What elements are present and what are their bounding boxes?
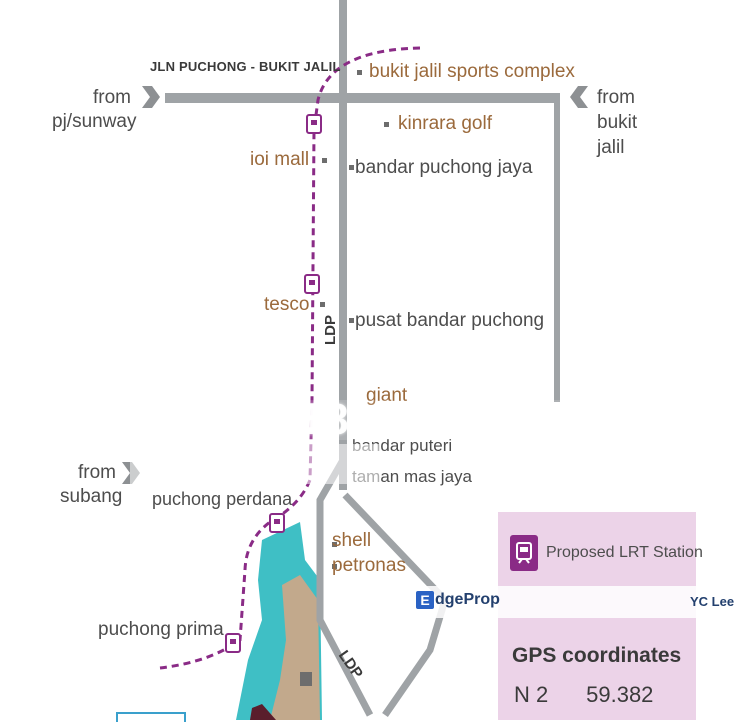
edgeprop-logo-mark: E bbox=[416, 591, 434, 609]
place-giant: giant bbox=[366, 385, 408, 406]
lrt-station-icon bbox=[306, 114, 322, 134]
gps-row-north: N 2 59.382 bbox=[514, 682, 653, 708]
watermark-band bbox=[406, 586, 747, 618]
bottom-frame bbox=[116, 712, 186, 722]
direction-from-left: from bbox=[93, 87, 131, 108]
land-marker bbox=[300, 672, 312, 686]
legend-lrt-label: Proposed LRT Station bbox=[546, 544, 703, 561]
place-bullet bbox=[332, 564, 337, 569]
direction-bukit: bukit bbox=[597, 112, 638, 133]
direction-jalil: jalil bbox=[597, 137, 625, 158]
place-puchong-perdana: puchong perdana bbox=[152, 489, 293, 509]
agent-name: YC Lee bbox=[690, 594, 735, 609]
gps-n-value: 59.382 bbox=[586, 682, 654, 707]
place-bullet bbox=[332, 542, 337, 547]
listing-title-overlay: The Wharf 818sf bbox=[48, 400, 700, 440]
direction-from-right: from bbox=[597, 87, 635, 108]
place-taman-mas: taman mas jaya bbox=[352, 467, 472, 486]
overlay-secondary-band bbox=[130, 444, 380, 484]
place-bukit-jalil-sports-complex: bukit jalil sports complex bbox=[369, 61, 575, 82]
place-petronas: petronas bbox=[332, 555, 406, 576]
lrt-station-icon bbox=[304, 274, 320, 294]
place-bullet bbox=[320, 302, 325, 307]
direction-pj-sunway: pj/sunway bbox=[52, 111, 137, 132]
ldp-loop bbox=[342, 492, 449, 717]
direction-from-lower-left: from bbox=[78, 462, 116, 483]
edgeprop-logo-text: dgeProp bbox=[435, 591, 500, 608]
lrt-station-icon bbox=[225, 633, 241, 653]
place-bullet bbox=[357, 70, 362, 75]
gps-title: GPS coordinates bbox=[512, 644, 682, 667]
place-tesco: tesco bbox=[264, 294, 310, 315]
lrt-station-icon bbox=[510, 535, 538, 571]
place-pusat-bandar-puchong: pusat bandar puchong bbox=[355, 310, 545, 331]
lrt-station-icon bbox=[269, 513, 285, 533]
place-kinrara-golf: kinrara golf bbox=[398, 113, 492, 134]
road-label-ldp-upper: LDP bbox=[322, 315, 339, 345]
road-label-jln-puchong: JLN PUCHONG - BUKIT JALIL bbox=[150, 59, 341, 74]
place-bullet bbox=[349, 165, 354, 170]
place-bullet bbox=[322, 158, 327, 163]
place-ioi-mall: ioi mall bbox=[250, 149, 310, 170]
gps-n-label: N 2 bbox=[514, 682, 549, 707]
chevron-right-icon bbox=[142, 86, 160, 108]
place-bandar-puchong-jaya: bandar puchong jaya bbox=[355, 157, 533, 178]
place-shell: shell bbox=[332, 530, 372, 551]
place-bullet bbox=[349, 318, 354, 323]
place-puchong-prima: puchong prima bbox=[98, 619, 224, 640]
edgeprop-logo: E dgeProp bbox=[416, 591, 500, 609]
legend-lrt-row: Proposed LRT Station bbox=[510, 534, 703, 572]
direction-subang: subang bbox=[60, 486, 123, 507]
chevron-left-icon bbox=[570, 86, 588, 108]
land-marker-dark bbox=[250, 704, 276, 720]
place-bullet bbox=[384, 122, 389, 127]
